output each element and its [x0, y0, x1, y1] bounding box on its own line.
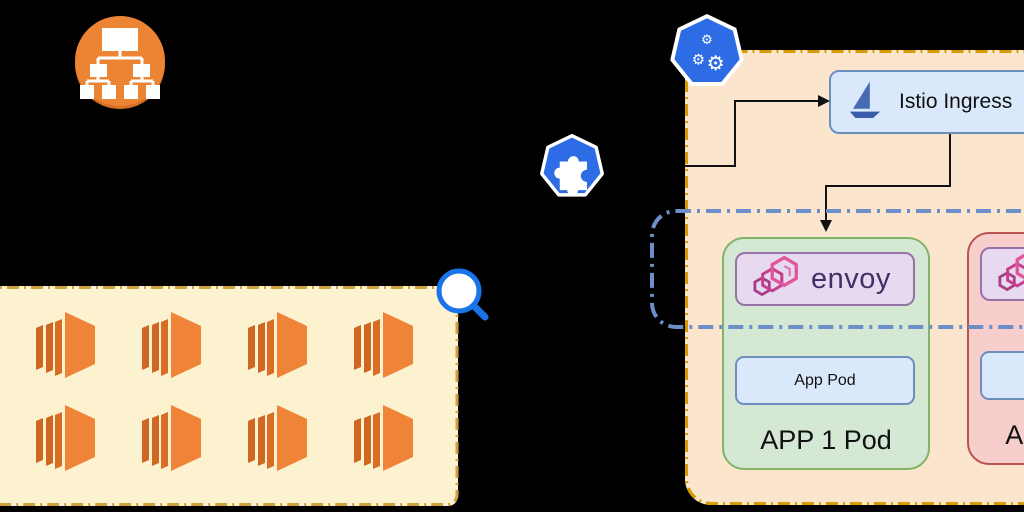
istio-ingress-label: Istio Ingress — [899, 90, 1013, 113]
network-topology-icon — [72, 14, 168, 115]
app1-envoy-box: envoy — [735, 252, 915, 306]
istio-logo-icon — [845, 77, 885, 128]
app1-app-pod-label: App Pod — [794, 371, 856, 389]
istio-ingress-box: Istio Ingress — [829, 70, 1024, 134]
ec2-instance-icon — [34, 310, 140, 403]
app2-envoy-box: envoy — [980, 247, 1024, 301]
app1-envoy-label: envoy — [811, 262, 891, 295]
ec2-instance-icon — [246, 403, 352, 496]
app2-pod-title: APP 2 Pod — [1005, 420, 1024, 450]
ec2-instances-group — [0, 286, 458, 506]
app1-pod-title: APP 1 Pod — [760, 425, 892, 455]
ec2-instance-icon — [246, 310, 352, 403]
ec2-instance-icon — [34, 403, 140, 496]
k8s-crd-puzzle-icon — [538, 132, 606, 207]
envoy-logo-icon — [992, 248, 1024, 301]
ec2-instance-icon — [140, 403, 246, 496]
svg-text:⚙: ⚙ — [706, 51, 724, 75]
app2-pod-box: envoy App Pod APP 2 Pod — [967, 232, 1024, 465]
app2-app-pod-box: App Pod — [980, 351, 1024, 400]
svg-text:⚙: ⚙ — [701, 33, 713, 48]
app1-pod-box: envoy App Pod APP 1 Pod — [722, 237, 930, 470]
ec2-instance-icon — [352, 403, 458, 496]
magnifier-icon — [428, 260, 492, 329]
app1-app-pod-box: App Pod — [735, 356, 915, 405]
svg-text:⚙: ⚙ — [692, 51, 705, 68]
k8s-controller-manager-icon: ⚙ ⚙ ⚙ — [668, 12, 746, 97]
ec2-instance-icon — [140, 310, 246, 403]
envoy-logo-icon — [747, 253, 803, 306]
